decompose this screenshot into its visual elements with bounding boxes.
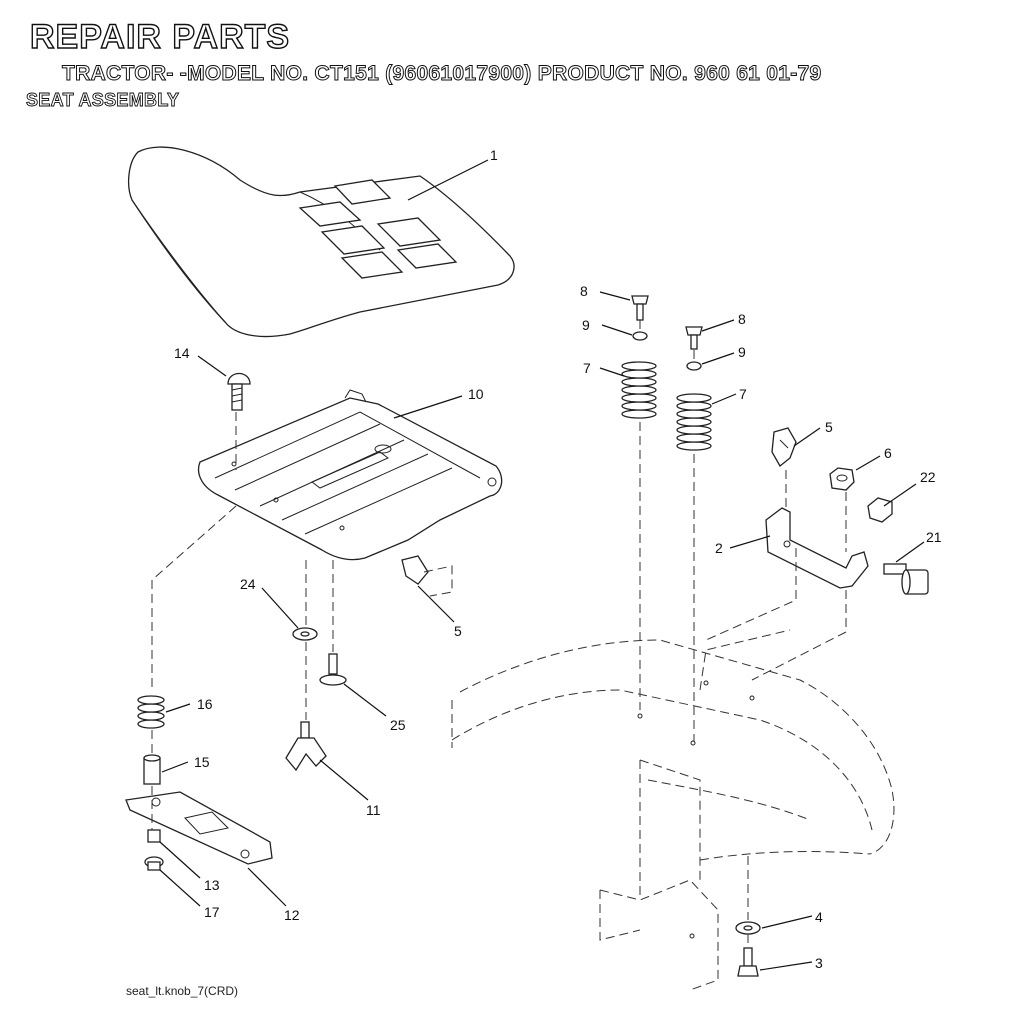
callout-8-right: 8 (738, 311, 746, 327)
model-subtitle: TRACTOR- -MODEL NO. CT151 (96061017900) … (62, 62, 822, 86)
callout-4: 4 (815, 909, 823, 925)
callout-25: 25 (390, 717, 406, 733)
callout-14: 14 (174, 345, 190, 361)
seat-pan-part (197, 389, 503, 561)
callout-7-left: 7 (583, 360, 591, 376)
bolt-3-part (737, 947, 759, 977)
callout-5-right: 5 (825, 419, 833, 435)
spring-16-part (137, 695, 165, 729)
page-title: REPAIR PARTS (29, 17, 291, 56)
callout-13: 13 (204, 877, 220, 893)
spring-7-left-part (621, 361, 657, 419)
callout-labels: 1 2 3 4 5 5 6 7 7 8 8 9 9 10 11 12 13 14… (174, 147, 942, 971)
callout-16: 16 (197, 696, 213, 712)
bracket-2-part (765, 507, 869, 589)
washer-17-part (144, 856, 164, 871)
washer-24-part (292, 627, 318, 641)
section-title: SEAT ASSEMBLY (26, 90, 180, 111)
washer-9-right-part (686, 361, 702, 371)
knob-11-part (285, 721, 327, 772)
callout-15: 15 (194, 754, 210, 770)
washer-9-left-part (632, 331, 648, 341)
shoulder-bolt-25-part (319, 653, 347, 686)
callout-24: 24 (240, 576, 256, 592)
nut-22-part (867, 497, 893, 523)
tractor-frame-outline (451, 629, 895, 991)
drawing-reference: seat_lt.knob_7(CRD) (126, 984, 239, 998)
callout-5-left: 5 (454, 623, 462, 639)
callout-7-right: 7 (739, 386, 747, 402)
nut-13-part (147, 829, 161, 843)
callout-17: 17 (204, 904, 220, 920)
bolt-21-part (883, 563, 929, 595)
nut-6-part (829, 467, 855, 491)
assembly-centerlines (151, 320, 847, 946)
leader-lines (159, 159, 925, 971)
washer-4-part (735, 921, 761, 935)
callout-3: 3 (815, 955, 823, 971)
callout-1: 1 (490, 147, 498, 163)
callout-9-right: 9 (738, 344, 746, 360)
slide-bracket-part (125, 791, 273, 865)
callout-12: 12 (284, 907, 300, 923)
carriage-bolt-part (227, 372, 251, 411)
callout-10: 10 (468, 386, 484, 402)
callout-8-left: 8 (580, 283, 588, 299)
seat-part (127, 146, 515, 338)
spring-7-right-part (676, 393, 712, 451)
callout-2: 2 (715, 540, 723, 556)
bolt-8-right-part (685, 326, 703, 350)
callout-21: 21 (926, 529, 942, 545)
clip-5-left-part (401, 555, 453, 597)
callout-11: 11 (366, 802, 381, 818)
callout-6: 6 (884, 445, 892, 461)
clip-5-right-part (771, 427, 797, 467)
callout-9-left: 9 (582, 317, 590, 333)
callout-22: 22 (920, 469, 936, 485)
bolt-8-left-part (631, 295, 649, 321)
spacer-15-part (143, 754, 161, 785)
